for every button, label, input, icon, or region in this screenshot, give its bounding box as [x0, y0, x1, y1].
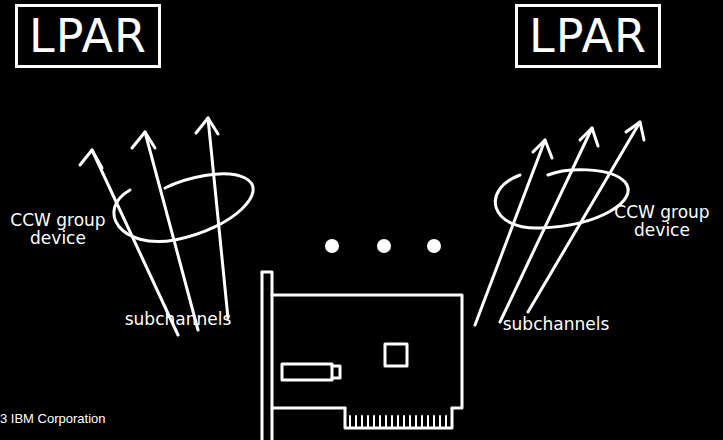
- ellipsis-dots: [325, 239, 441, 253]
- pin-stroke: [427, 416, 429, 427]
- pin-stroke: [373, 416, 375, 427]
- pin-stroke: [379, 416, 381, 427]
- lpar-box: LPAR: [515, 4, 661, 68]
- pin-stroke: [361, 416, 363, 427]
- lpar-label: LPAR: [29, 9, 147, 63]
- group-device-label: CCW group device: [606, 204, 718, 240]
- pin-stroke: [397, 416, 399, 427]
- subchannel-arrows: [475, 122, 644, 325]
- subchannels-label: subchannels: [490, 316, 622, 334]
- pin-stroke: [367, 416, 369, 427]
- pin-stroke: [421, 416, 423, 427]
- pin-stroke: [403, 416, 405, 427]
- subchannels-label: subchannels: [112, 311, 244, 329]
- pin-stroke: [433, 416, 435, 427]
- pin-stroke: [385, 416, 387, 427]
- adapter-card: [262, 272, 462, 440]
- lpar-box: LPAR: [15, 4, 161, 68]
- pin-stroke: [445, 416, 447, 427]
- group-ellipse: [114, 174, 253, 242]
- group-device-label: CCW group device: [4, 212, 112, 248]
- pin-stroke: [409, 416, 411, 427]
- group-ellipse: [495, 170, 628, 228]
- pin-stroke: [349, 416, 351, 427]
- pin-stroke: [439, 416, 441, 427]
- pin-stroke: [415, 416, 417, 427]
- connector-pins: [350, 416, 446, 427]
- copyright-note: 3 IBM Corporation: [0, 412, 160, 426]
- pin-stroke: [355, 416, 357, 427]
- lpar-label: LPAR: [529, 9, 647, 63]
- pin-stroke: [391, 416, 393, 427]
